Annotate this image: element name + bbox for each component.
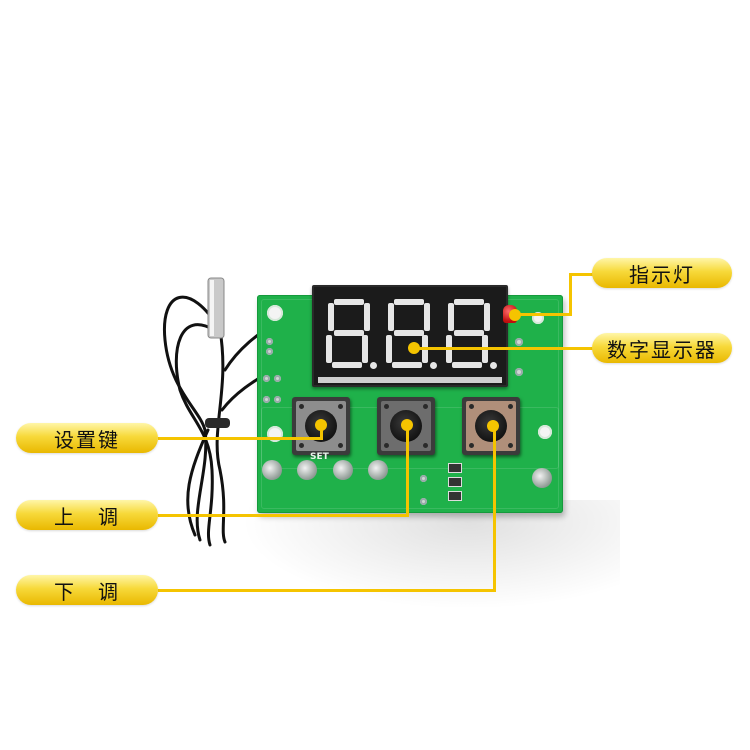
- silkscreen-set-label: SET: [310, 452, 329, 462]
- solder-pad: [262, 460, 282, 480]
- solder-pad: [297, 460, 317, 480]
- solder-pad: [333, 460, 353, 480]
- solder-pad: [532, 468, 552, 488]
- digit-3: [446, 299, 497, 369]
- seven-segment-display: [312, 285, 508, 387]
- set-button[interactable]: [292, 397, 350, 455]
- mounting-hole: [267, 305, 283, 321]
- down-button[interactable]: [462, 397, 520, 455]
- mounting-hole: [538, 425, 552, 439]
- solder-pad: [368, 460, 388, 480]
- digit-2: [386, 299, 437, 369]
- digit-1: [326, 299, 377, 369]
- label-digital-display: 数字显示器: [592, 333, 732, 363]
- label-set-key: 设置键: [16, 423, 158, 453]
- label-indicator-light: 指示灯: [592, 258, 732, 288]
- label-up-adjust: 上 调: [16, 500, 158, 530]
- temperature-probe-cable: [162, 277, 290, 547]
- label-down-adjust: 下 调: [16, 575, 158, 605]
